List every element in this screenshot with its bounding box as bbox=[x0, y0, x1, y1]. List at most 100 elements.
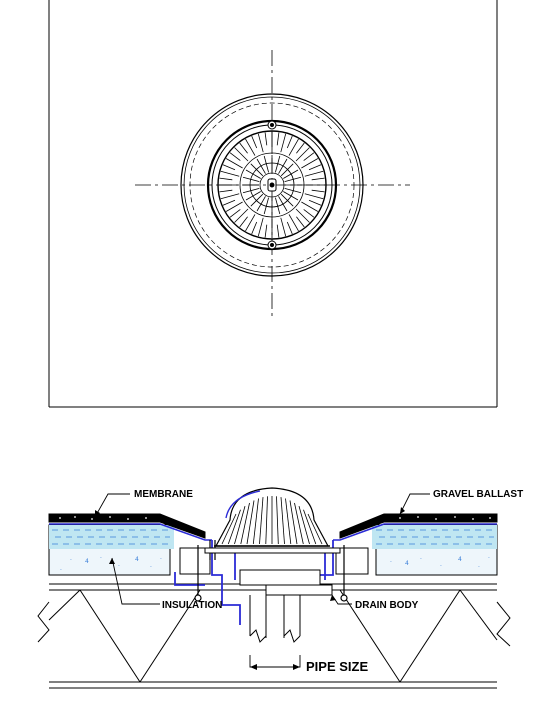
plan-bolt-bottom-small bbox=[270, 243, 274, 247]
plan-rib bbox=[296, 216, 305, 228]
plan-rib bbox=[239, 142, 248, 154]
plan-rib bbox=[288, 138, 299, 156]
plan-rib bbox=[286, 221, 293, 235]
plan-inner-rib bbox=[280, 193, 294, 207]
plan-inner-rib bbox=[283, 191, 299, 201]
gravel-leader bbox=[399, 493, 430, 515]
plan-rib bbox=[303, 209, 315, 218]
plan-rib bbox=[295, 208, 310, 223]
svg-text:.: . bbox=[440, 561, 442, 568]
plan-rib bbox=[219, 189, 233, 193]
plan-rib bbox=[220, 193, 240, 200]
dome-rib bbox=[276, 496, 279, 545]
plan-inner-rib bbox=[280, 163, 294, 177]
plan-rib bbox=[245, 138, 256, 156]
plan-rib bbox=[234, 208, 249, 223]
dome-rib bbox=[252, 498, 259, 545]
plan-dome-ribs bbox=[219, 132, 325, 238]
svg-text:.: . bbox=[478, 562, 480, 569]
dome-rib bbox=[298, 505, 310, 545]
plan-rib bbox=[229, 152, 241, 161]
plan-rib bbox=[251, 135, 258, 149]
dome-strainer-ribs bbox=[221, 496, 323, 545]
plan-rib bbox=[276, 132, 280, 146]
gravel-ballast-right bbox=[339, 513, 498, 539]
plan-dome-ring-inner bbox=[249, 162, 295, 208]
plan-bolt-top-small bbox=[270, 123, 274, 127]
insulation-hatch bbox=[52, 529, 494, 545]
gravel-ballast-left bbox=[48, 513, 206, 539]
plan-inner-rib bbox=[245, 169, 261, 179]
plan-inner-rib bbox=[263, 197, 269, 215]
plan-rib bbox=[225, 158, 243, 169]
plan-rib bbox=[264, 132, 268, 146]
clamping-ring bbox=[204, 547, 341, 554]
plan-rib bbox=[222, 164, 236, 171]
dome-rib bbox=[227, 509, 241, 545]
plan-rib bbox=[245, 214, 256, 232]
plan-inner-rib bbox=[284, 176, 302, 182]
plan-inner-rib bbox=[283, 169, 299, 179]
dome-rib bbox=[280, 497, 285, 545]
outlet-pipe bbox=[249, 595, 301, 643]
plan-rib bbox=[303, 152, 315, 161]
plan-inner-rib bbox=[278, 158, 288, 174]
label-pipe-size: PIPE SIZE bbox=[306, 659, 368, 674]
svg-text:4: 4 bbox=[135, 556, 139, 563]
plan-inner-rib bbox=[250, 163, 264, 177]
label-drain-body: DRAIN BODY bbox=[355, 600, 419, 611]
plan-rib bbox=[296, 142, 305, 154]
plan-inner-rib bbox=[242, 188, 260, 194]
svg-text:.: . bbox=[488, 553, 490, 560]
plan-view bbox=[48, 0, 498, 408]
plan-rib bbox=[251, 221, 258, 235]
plan-border bbox=[48, 0, 498, 408]
plan-rib bbox=[225, 201, 243, 212]
svg-text:4: 4 bbox=[85, 558, 89, 565]
roof-deck-structure bbox=[37, 583, 511, 689]
plan-rib bbox=[234, 147, 249, 162]
svg-text:.: . bbox=[420, 554, 422, 561]
dome-rib bbox=[221, 513, 237, 545]
plan-inner-rib bbox=[278, 196, 288, 212]
plan-inner-rib bbox=[284, 188, 302, 194]
plan-rib bbox=[308, 164, 322, 171]
plan-inner-rib bbox=[275, 155, 281, 173]
plan-rib bbox=[286, 135, 293, 149]
plan-rib bbox=[304, 193, 324, 200]
dome-rib bbox=[259, 497, 264, 545]
svg-text:.: . bbox=[160, 554, 162, 561]
dome-rib bbox=[289, 500, 298, 545]
plan-rib bbox=[239, 216, 248, 228]
plan-clamp-bolts bbox=[267, 120, 277, 250]
membrane-leader bbox=[94, 493, 130, 518]
label-gravel-ballast: GRAVEL BALLAST bbox=[433, 489, 523, 500]
plan-rib bbox=[301, 201, 319, 212]
section-view: .4. .4. .. .4. .4. . bbox=[37, 487, 523, 689]
svg-text:4: 4 bbox=[458, 556, 462, 563]
plan-dome-ring bbox=[217, 130, 327, 240]
svg-text:.: . bbox=[390, 557, 392, 564]
concrete-speckle: .4. .4. .. .4. .4. . bbox=[60, 553, 490, 572]
svg-text:.: . bbox=[100, 553, 102, 560]
plan-inner-rib bbox=[256, 158, 266, 174]
plan-rib bbox=[257, 133, 264, 153]
dome-rib bbox=[307, 513, 323, 545]
label-membrane: MEMBRANE bbox=[134, 489, 193, 500]
dome-rib bbox=[234, 505, 246, 545]
plan-inner-rib bbox=[245, 191, 261, 201]
dome-rib bbox=[265, 496, 268, 545]
membrane-line-left bbox=[49, 523, 212, 541]
plan-dashed-ring bbox=[189, 102, 355, 268]
plan-rib bbox=[280, 217, 287, 237]
gravel-dots bbox=[59, 516, 491, 520]
svg-text:.: . bbox=[150, 562, 152, 569]
plan-rib bbox=[311, 177, 325, 181]
dome-rib bbox=[285, 498, 292, 545]
svg-text:4: 4 bbox=[405, 560, 409, 567]
plan-inner-rib bbox=[242, 176, 260, 182]
plan-rib bbox=[308, 199, 322, 206]
plan-rib bbox=[220, 170, 240, 177]
dome-rib bbox=[294, 502, 304, 545]
